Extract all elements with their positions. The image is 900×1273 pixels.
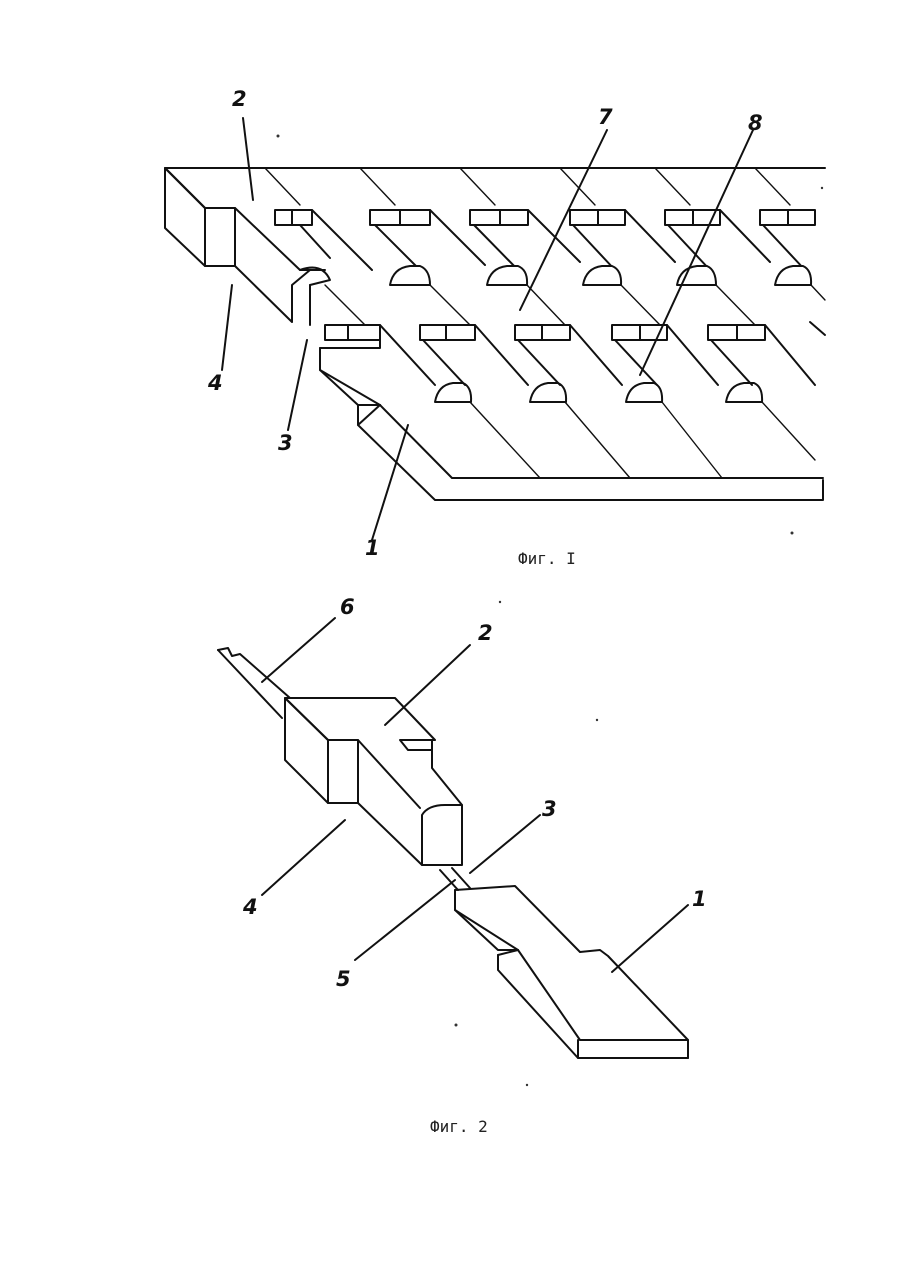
fig2-label-2: 2 xyxy=(478,621,493,645)
fig2-label-5: 5 xyxy=(336,967,351,991)
lower-tabs xyxy=(325,322,825,402)
figure-2: 6 2 3 4 5 1 Фиг. 2 xyxy=(218,595,707,1136)
fig2-label-1: 1 xyxy=(692,887,707,911)
scan-specks xyxy=(277,135,824,1087)
figure-1-leaders xyxy=(222,118,753,540)
figure-1: 2 7 8 4 3 1 Фиг. I xyxy=(165,87,825,568)
front-plate xyxy=(320,340,823,500)
fig2-label-6: 6 xyxy=(340,595,355,619)
fig1-label-2: 2 xyxy=(232,87,247,111)
figure-2-caption: Фиг. 2 xyxy=(430,1117,488,1136)
fig1-label-3: 3 xyxy=(278,431,293,455)
upper-tabs xyxy=(275,210,815,285)
fig1-label-7: 7 xyxy=(598,105,613,129)
fig2-label-4: 4 xyxy=(242,895,258,919)
upper-strip-lines xyxy=(165,168,790,208)
fig1-label-1: 1 xyxy=(365,536,380,560)
fig1-label-8: 8 xyxy=(748,111,763,135)
figure-1-caption: Фиг. I xyxy=(518,549,576,568)
fig2-label-3: 3 xyxy=(542,797,557,821)
middle-strip-lines xyxy=(325,285,825,325)
fig1-label-4: 4 xyxy=(207,371,223,395)
